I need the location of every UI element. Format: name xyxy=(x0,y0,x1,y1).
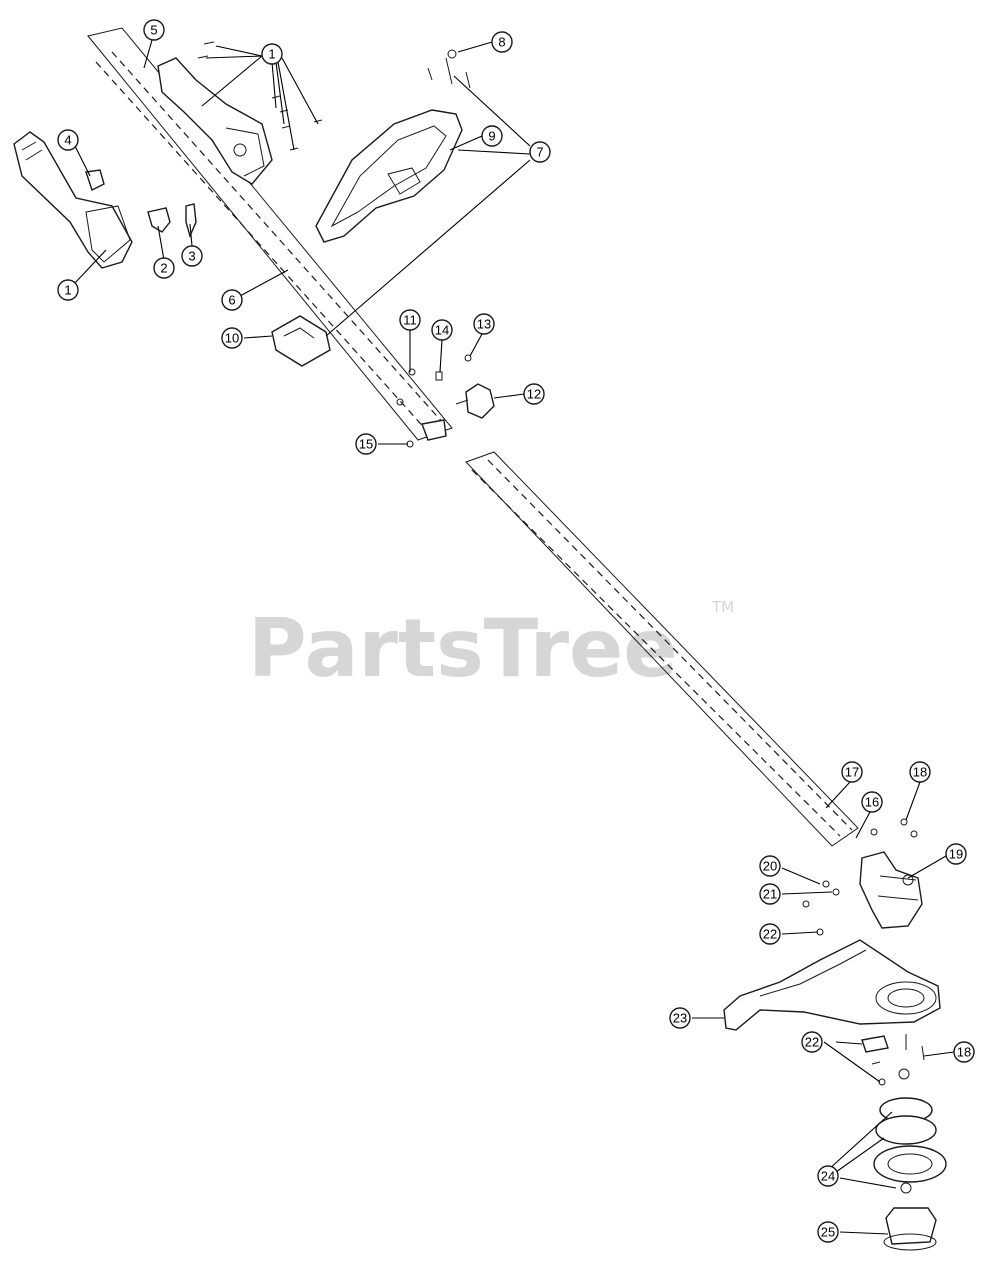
callout-1b-label: 1 xyxy=(64,283,71,298)
callout-23-label: 23 xyxy=(673,1011,687,1026)
callout-13[interactable]: 13 xyxy=(473,313,495,335)
callout-5-label: 5 xyxy=(150,23,157,38)
callout-15[interactable]: 15 xyxy=(355,433,377,455)
callout-12-label: 12 xyxy=(527,387,541,402)
gear-head xyxy=(802,818,923,936)
callout-25[interactable]: 25 xyxy=(817,1221,839,1243)
callout-1a[interactable]: 1 xyxy=(261,43,283,65)
callout-21-label: 21 xyxy=(763,887,777,902)
callout-12[interactable]: 12 xyxy=(523,383,545,405)
callout-15-label: 15 xyxy=(359,437,373,452)
callout-25-label: 25 xyxy=(821,1225,835,1240)
callout-17-label: 17 xyxy=(845,765,859,780)
handle-clamp xyxy=(271,315,331,367)
callout-3[interactable]: 3 xyxy=(181,245,203,267)
callout-18a-label: 18 xyxy=(913,765,927,780)
callout-19-label: 19 xyxy=(949,847,963,862)
callout-5[interactable]: 5 xyxy=(143,19,165,41)
screws-1 xyxy=(197,41,323,151)
rear-handle-housing xyxy=(13,131,133,269)
callout-24[interactable]: 24 xyxy=(817,1165,839,1187)
callout-11[interactable]: 11 xyxy=(399,309,421,331)
callout-13-label: 13 xyxy=(477,317,491,332)
callout-22b[interactable]: 22 xyxy=(801,1031,823,1053)
callout-16-label: 16 xyxy=(865,795,879,810)
callout-14[interactable]: 14 xyxy=(431,319,453,341)
callout-22a[interactable]: 22 xyxy=(759,923,781,945)
assist-handle xyxy=(315,109,463,243)
callout-1a-label: 1 xyxy=(268,47,275,62)
callout-6[interactable]: 6 xyxy=(221,289,243,311)
callout-17[interactable]: 17 xyxy=(841,761,863,783)
callout-10-label: 10 xyxy=(225,331,239,346)
guard xyxy=(723,939,941,1031)
callout-20[interactable]: 20 xyxy=(759,855,781,877)
callout-8[interactable]: 8 xyxy=(491,31,513,53)
lower-shaft xyxy=(465,451,859,847)
callout-9[interactable]: 9 xyxy=(481,125,503,147)
callout-21[interactable]: 21 xyxy=(759,883,781,905)
callout-18b-label: 18 xyxy=(957,1045,971,1060)
coupler-hardware xyxy=(396,354,495,448)
callout-9-label: 9 xyxy=(488,129,495,144)
callout-3-label: 3 xyxy=(188,249,195,264)
callout-2[interactable]: 2 xyxy=(153,257,175,279)
spool-head xyxy=(873,1097,947,1194)
callout-4-label: 4 xyxy=(64,133,71,148)
callout-4[interactable]: 4 xyxy=(57,129,79,151)
screws-7-8 xyxy=(427,49,471,89)
leader-lines xyxy=(73,39,955,1235)
upper-shaft xyxy=(87,27,453,441)
callout-2-label: 2 xyxy=(160,261,167,276)
callout-8-label: 8 xyxy=(498,35,505,50)
callout-18a[interactable]: 18 xyxy=(909,761,931,783)
callout-10[interactable]: 10 xyxy=(221,327,243,349)
switch-housing xyxy=(157,57,273,185)
watermark-tm: TM xyxy=(711,598,734,616)
callout-14-label: 14 xyxy=(435,323,449,338)
watermark-text: PartsTree xyxy=(248,602,678,695)
callout-24-label: 24 xyxy=(821,1169,835,1184)
callout-22a-label: 22 xyxy=(763,927,777,942)
bump-knob xyxy=(883,1207,937,1251)
callout-11-label: 11 xyxy=(403,313,417,328)
callout-19[interactable]: 19 xyxy=(945,843,967,865)
guard-hardware xyxy=(861,1034,925,1086)
callout-23[interactable]: 23 xyxy=(669,1007,691,1029)
callout-16[interactable]: 16 xyxy=(861,791,883,813)
callout-18b[interactable]: 18 xyxy=(953,1041,975,1063)
trigger-parts xyxy=(85,169,197,239)
callout-7[interactable]: 7 xyxy=(529,141,551,163)
callout-22b-label: 22 xyxy=(805,1035,819,1050)
callout-6-label: 6 xyxy=(228,293,235,308)
watermark: PartsTree TM xyxy=(248,598,734,695)
callout-1b[interactable]: 1 xyxy=(57,279,79,301)
callout-7-label: 7 xyxy=(536,145,543,160)
callout-20-label: 20 xyxy=(763,859,777,874)
